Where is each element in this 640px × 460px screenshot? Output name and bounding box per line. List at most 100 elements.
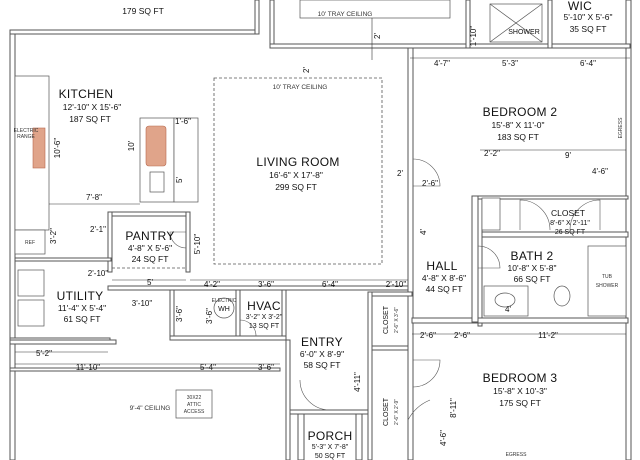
porch-name: PORCH	[308, 429, 353, 443]
door-swing-entry	[299, 379, 331, 411]
dim-2-top: 2'	[373, 33, 382, 39]
kitchen-counter-right	[173, 117, 199, 203]
dim-3-6-b: 3'-6"	[175, 306, 184, 322]
utility-name: UTILITY	[57, 289, 104, 303]
dim-10: 10'	[127, 140, 136, 151]
dim-3-10: 3'-10"	[132, 299, 153, 308]
dim-10-6: 10'-6"	[53, 138, 62, 159]
wall-entry-left	[285, 339, 291, 460]
pantry-name: PANTRY	[125, 229, 174, 243]
dim-2-6-c: 2'-6"	[454, 331, 470, 340]
wall-hvac-mid	[235, 289, 241, 341]
door-swing-closet-b2-b	[569, 199, 601, 231]
wall-lower-left-horizontal	[9, 339, 117, 345]
wall-pantry-top	[109, 211, 191, 217]
exterior-wall-left	[9, 29, 16, 460]
closet-b2-area: 26 SQ FT	[555, 229, 586, 236]
wall-wic-left	[547, 0, 553, 49]
toilet	[553, 285, 571, 307]
dim-4-7: 4'-7"	[434, 59, 450, 68]
pantry-dims: 4'-8" X 5'-6"	[128, 243, 172, 253]
dim-2-1: 2'-1"	[90, 225, 106, 234]
wall-bath2-bottom	[411, 317, 629, 324]
dishwasher	[149, 171, 165, 193]
tub	[587, 245, 627, 317]
wall-living-right	[407, 47, 414, 295]
attic-line-2: ATTIC	[187, 402, 201, 408]
top-tray-ceiling: 10' TRAY CEILING	[318, 11, 373, 18]
dim-11-2: 11'-2"	[538, 331, 558, 340]
wall-utility-top	[14, 257, 112, 262]
porch-column-right	[355, 413, 363, 460]
entry-dims: 6'-0" X 8'-9"	[300, 349, 344, 359]
wall-top-left	[9, 29, 256, 35]
dryer	[17, 299, 45, 327]
wh-label-1: ELECTRIC	[212, 298, 237, 304]
closet-b2-dims: 8'-6" X 2'-11"	[550, 220, 590, 227]
dim-9: 9'	[565, 151, 571, 160]
wall-bed2-bottom	[477, 231, 629, 238]
door-swing-pantry	[169, 231, 187, 249]
closet-entry-dims: 2'-6" X 2'-9"	[394, 399, 400, 425]
dim-3-2: 3'-2"	[49, 228, 58, 244]
wall-hvac-left	[169, 289, 175, 341]
dim-5-10: 5'-10"	[193, 234, 202, 255]
door-swing-closet-b2-a	[519, 199, 551, 231]
bath2-area: 66 SQ FT	[514, 274, 551, 284]
dim-1-6: 1'-6"	[175, 117, 191, 126]
entry-area: 58 SQ FT	[304, 360, 341, 370]
dim-3-6-a: 3'-6"	[258, 280, 274, 289]
hvac-area: 13 SQ FT	[249, 323, 280, 330]
wall-pantry-left	[107, 211, 113, 273]
door-swing-bedroom2	[412, 158, 441, 187]
hvac-dims: 3'-2" X 3'-2"	[246, 314, 283, 321]
living-area: 299 SQ FT	[275, 182, 317, 192]
entry-name: ENTRY	[301, 335, 343, 349]
closet-entry-name: CLOSET	[383, 397, 390, 426]
dim-2-6-a: 2'-6"	[422, 179, 438, 188]
dim-3-6-d: 3'-6"	[258, 363, 274, 372]
wall-closet-b2-top	[477, 195, 629, 200]
dim-1-10-top: 1'-10"	[469, 26, 478, 47]
linen-shelf	[481, 197, 501, 231]
wall-closet-mid	[371, 345, 409, 351]
bedroom3-name: BEDROOM 3	[483, 371, 558, 385]
living-dims: 16'-6" X 17'-8"	[269, 170, 323, 180]
wall-lower-horizontal	[9, 367, 281, 372]
wic-name: WIC	[568, 0, 592, 13]
shower-label: SHOWER	[596, 283, 619, 289]
porch-column-left	[297, 413, 305, 460]
wall-top-room-left	[269, 0, 275, 49]
fridge-label: REF	[25, 240, 35, 246]
utility-dims: 11'-4" X 5'-4"	[58, 303, 106, 313]
dim-6-4-top: 6'-4"	[580, 59, 596, 68]
wall-top-segment	[254, 0, 260, 35]
garage-ceiling: 9'-4" CEILING	[130, 405, 171, 412]
dim-5-3: 5'-3"	[502, 59, 518, 68]
wall-pantry-right	[185, 211, 191, 273]
wall-tray-top	[299, 0, 451, 19]
wall-top-room-bottom	[269, 43, 471, 49]
dim-4-2: 4'-2"	[204, 280, 220, 289]
exterior-wall-right	[625, 0, 632, 460]
pantry-area: 24 SQ FT	[132, 254, 169, 264]
shower-diagonal-2	[489, 3, 543, 43]
door-swing-hvac	[239, 319, 257, 337]
dim-5-2: 5'-2"	[36, 349, 52, 358]
kitchen-range	[32, 127, 46, 169]
dim-5-4: 5'-4"	[200, 363, 216, 372]
bedroom3-area: 175 SQ FT	[499, 398, 541, 408]
hall-dims: 4'-8" X 8'-6"	[422, 273, 466, 283]
dim-2-2: 2'-2"	[484, 149, 500, 158]
dim-3-6-c: 3'-6"	[205, 308, 214, 324]
egress-bottom: EGRESS	[506, 452, 528, 458]
kitchen-area: 187 SQ FT	[69, 114, 111, 124]
tub-label: TUB	[602, 274, 613, 280]
bedroom2-name: BEDROOM 2	[483, 105, 558, 119]
porch-area: 50 SQ FT	[315, 453, 346, 460]
dim-6-4-mid: 6'-4"	[322, 280, 338, 289]
door-swing-closet-entry	[407, 376, 431, 421]
door-swing-bath2	[477, 245, 501, 269]
kitchen-dims: 12'-10" X 15'-6"	[63, 102, 121, 112]
